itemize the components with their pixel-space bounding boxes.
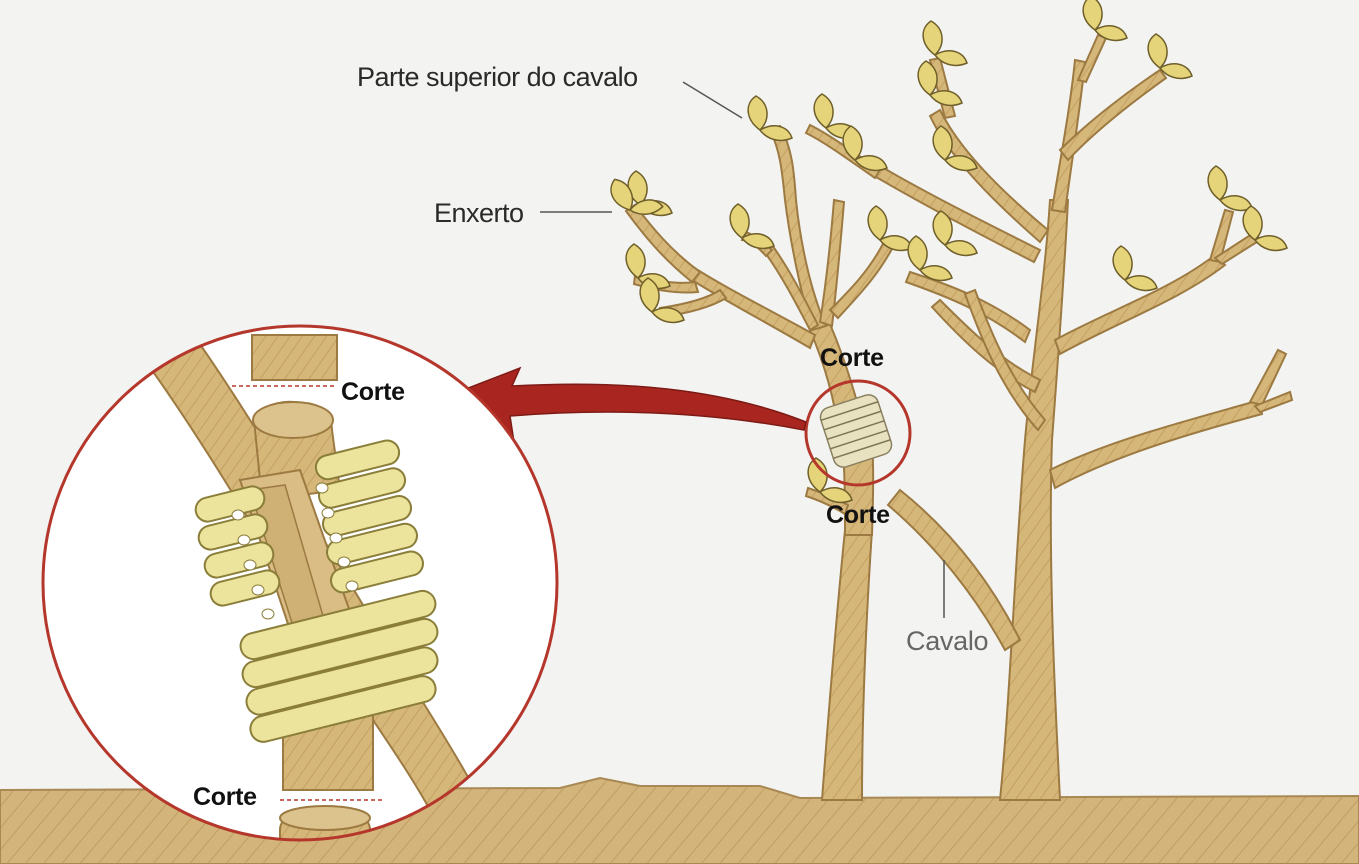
label-graft: Enxerto [434, 200, 524, 227]
label-detail-cut-bottom: Corte [193, 785, 257, 810]
label-cut-top: Corte [820, 346, 884, 371]
label-detail-cut-top: Corte [341, 380, 405, 405]
label-rootstock: Cavalo [906, 628, 988, 655]
graft-union-binding [818, 392, 894, 470]
magnify-arrow [458, 368, 806, 442]
label-cut-bottom: Corte [826, 503, 890, 528]
leader-upper-part [683, 82, 742, 118]
label-upper-part: Parte superior do cavalo [357, 64, 638, 91]
